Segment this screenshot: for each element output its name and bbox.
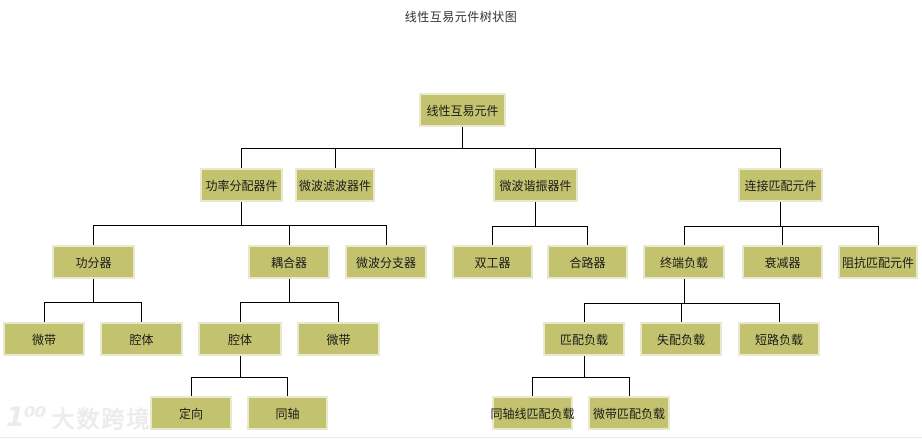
connector-segment bbox=[338, 302, 339, 322]
node-power-divider: 功分器 bbox=[52, 245, 135, 279]
node-connection-matching: 连接匹配元件 bbox=[738, 168, 823, 202]
connector-segment bbox=[44, 302, 45, 322]
connector-segment bbox=[93, 225, 94, 245]
node-terminal-load: 终端负载 bbox=[643, 245, 725, 279]
connector-segment bbox=[532, 377, 533, 396]
node-linear-reciprocal: 线性互易元件 bbox=[419, 93, 506, 127]
connector-segment bbox=[191, 377, 192, 396]
connector-segment bbox=[779, 303, 780, 322]
node-microwave-filter: 微波滤波器件 bbox=[295, 168, 375, 202]
connector-segment bbox=[287, 377, 288, 396]
connector-segment bbox=[240, 302, 339, 303]
node-microwave-branch: 微波分支器 bbox=[345, 245, 427, 279]
node-microwave-resonator: 微波谐振器件 bbox=[493, 168, 578, 202]
connector-segment bbox=[462, 127, 463, 148]
connector-segment bbox=[532, 377, 630, 378]
node-microstrip-under-coupler: 微带 bbox=[297, 322, 380, 356]
node-attenuator: 衰减器 bbox=[742, 245, 823, 279]
connector-segment bbox=[584, 303, 780, 304]
diagram-title: 线性互易元件树状图 bbox=[404, 10, 518, 24]
connector-segment bbox=[386, 225, 387, 245]
connector-segment bbox=[584, 303, 585, 322]
connector-segment bbox=[629, 377, 630, 396]
connector-segment bbox=[535, 148, 536, 168]
connector-segment bbox=[684, 279, 685, 303]
node-power-distribution: 功率分配器件 bbox=[200, 168, 283, 202]
connector-segment bbox=[681, 303, 682, 322]
connector-segment bbox=[782, 226, 783, 245]
node-matched-load: 匹配负载 bbox=[543, 322, 625, 356]
watermark-text: 大数跨境 bbox=[51, 407, 152, 433]
connector-segment bbox=[584, 356, 585, 377]
node-short-circuit-load: 短路负载 bbox=[738, 322, 820, 356]
connector-segment bbox=[587, 226, 588, 245]
connector-segment bbox=[492, 226, 588, 227]
node-microstrip-under-divider: 微带 bbox=[3, 322, 85, 356]
node-cavity-under-coupler: 腔体 bbox=[198, 322, 282, 356]
connector-segment bbox=[492, 226, 493, 245]
connector-segment bbox=[289, 279, 290, 302]
node-duplexer: 双工器 bbox=[452, 245, 533, 279]
node-mismatched-load: 失配负载 bbox=[640, 322, 722, 356]
connector-segment bbox=[780, 202, 781, 226]
connector-segment bbox=[780, 148, 781, 168]
connector-segment bbox=[93, 225, 387, 226]
node-impedance-matching: 阻抗匹配元件 bbox=[838, 245, 918, 279]
node-combiner: 合路器 bbox=[547, 245, 628, 279]
node-coupler: 耦合器 bbox=[248, 245, 330, 279]
node-coaxial: 同轴 bbox=[247, 396, 328, 430]
watermark-logo-icon: 1⁰⁰ bbox=[6, 401, 46, 433]
connector-segment bbox=[44, 302, 142, 303]
node-directional: 定向 bbox=[150, 396, 232, 430]
connector-segment bbox=[191, 377, 288, 378]
connector-segment bbox=[535, 202, 536, 226]
connector-segment bbox=[240, 356, 241, 377]
connector-segment bbox=[241, 148, 781, 149]
connector-segment bbox=[141, 302, 142, 322]
connector-segment bbox=[289, 225, 290, 245]
connector-segment bbox=[684, 226, 879, 227]
connector-segment bbox=[241, 148, 242, 168]
bottom-edge-line bbox=[0, 437, 922, 438]
connector-segment bbox=[878, 226, 879, 245]
connector-segment bbox=[335, 148, 336, 168]
connector-segment bbox=[93, 279, 94, 302]
node-coaxial-matched-load: 同轴线匹配负载 bbox=[491, 396, 575, 430]
node-cavity-under-divider: 腔体 bbox=[100, 322, 183, 356]
connector-segment bbox=[684, 226, 685, 245]
node-microstrip-matched-load: 微带匹配负载 bbox=[588, 396, 670, 430]
connector-segment bbox=[241, 202, 242, 225]
watermark: 1⁰⁰ 大数跨境 bbox=[6, 400, 151, 434]
connector-segment bbox=[240, 302, 241, 322]
